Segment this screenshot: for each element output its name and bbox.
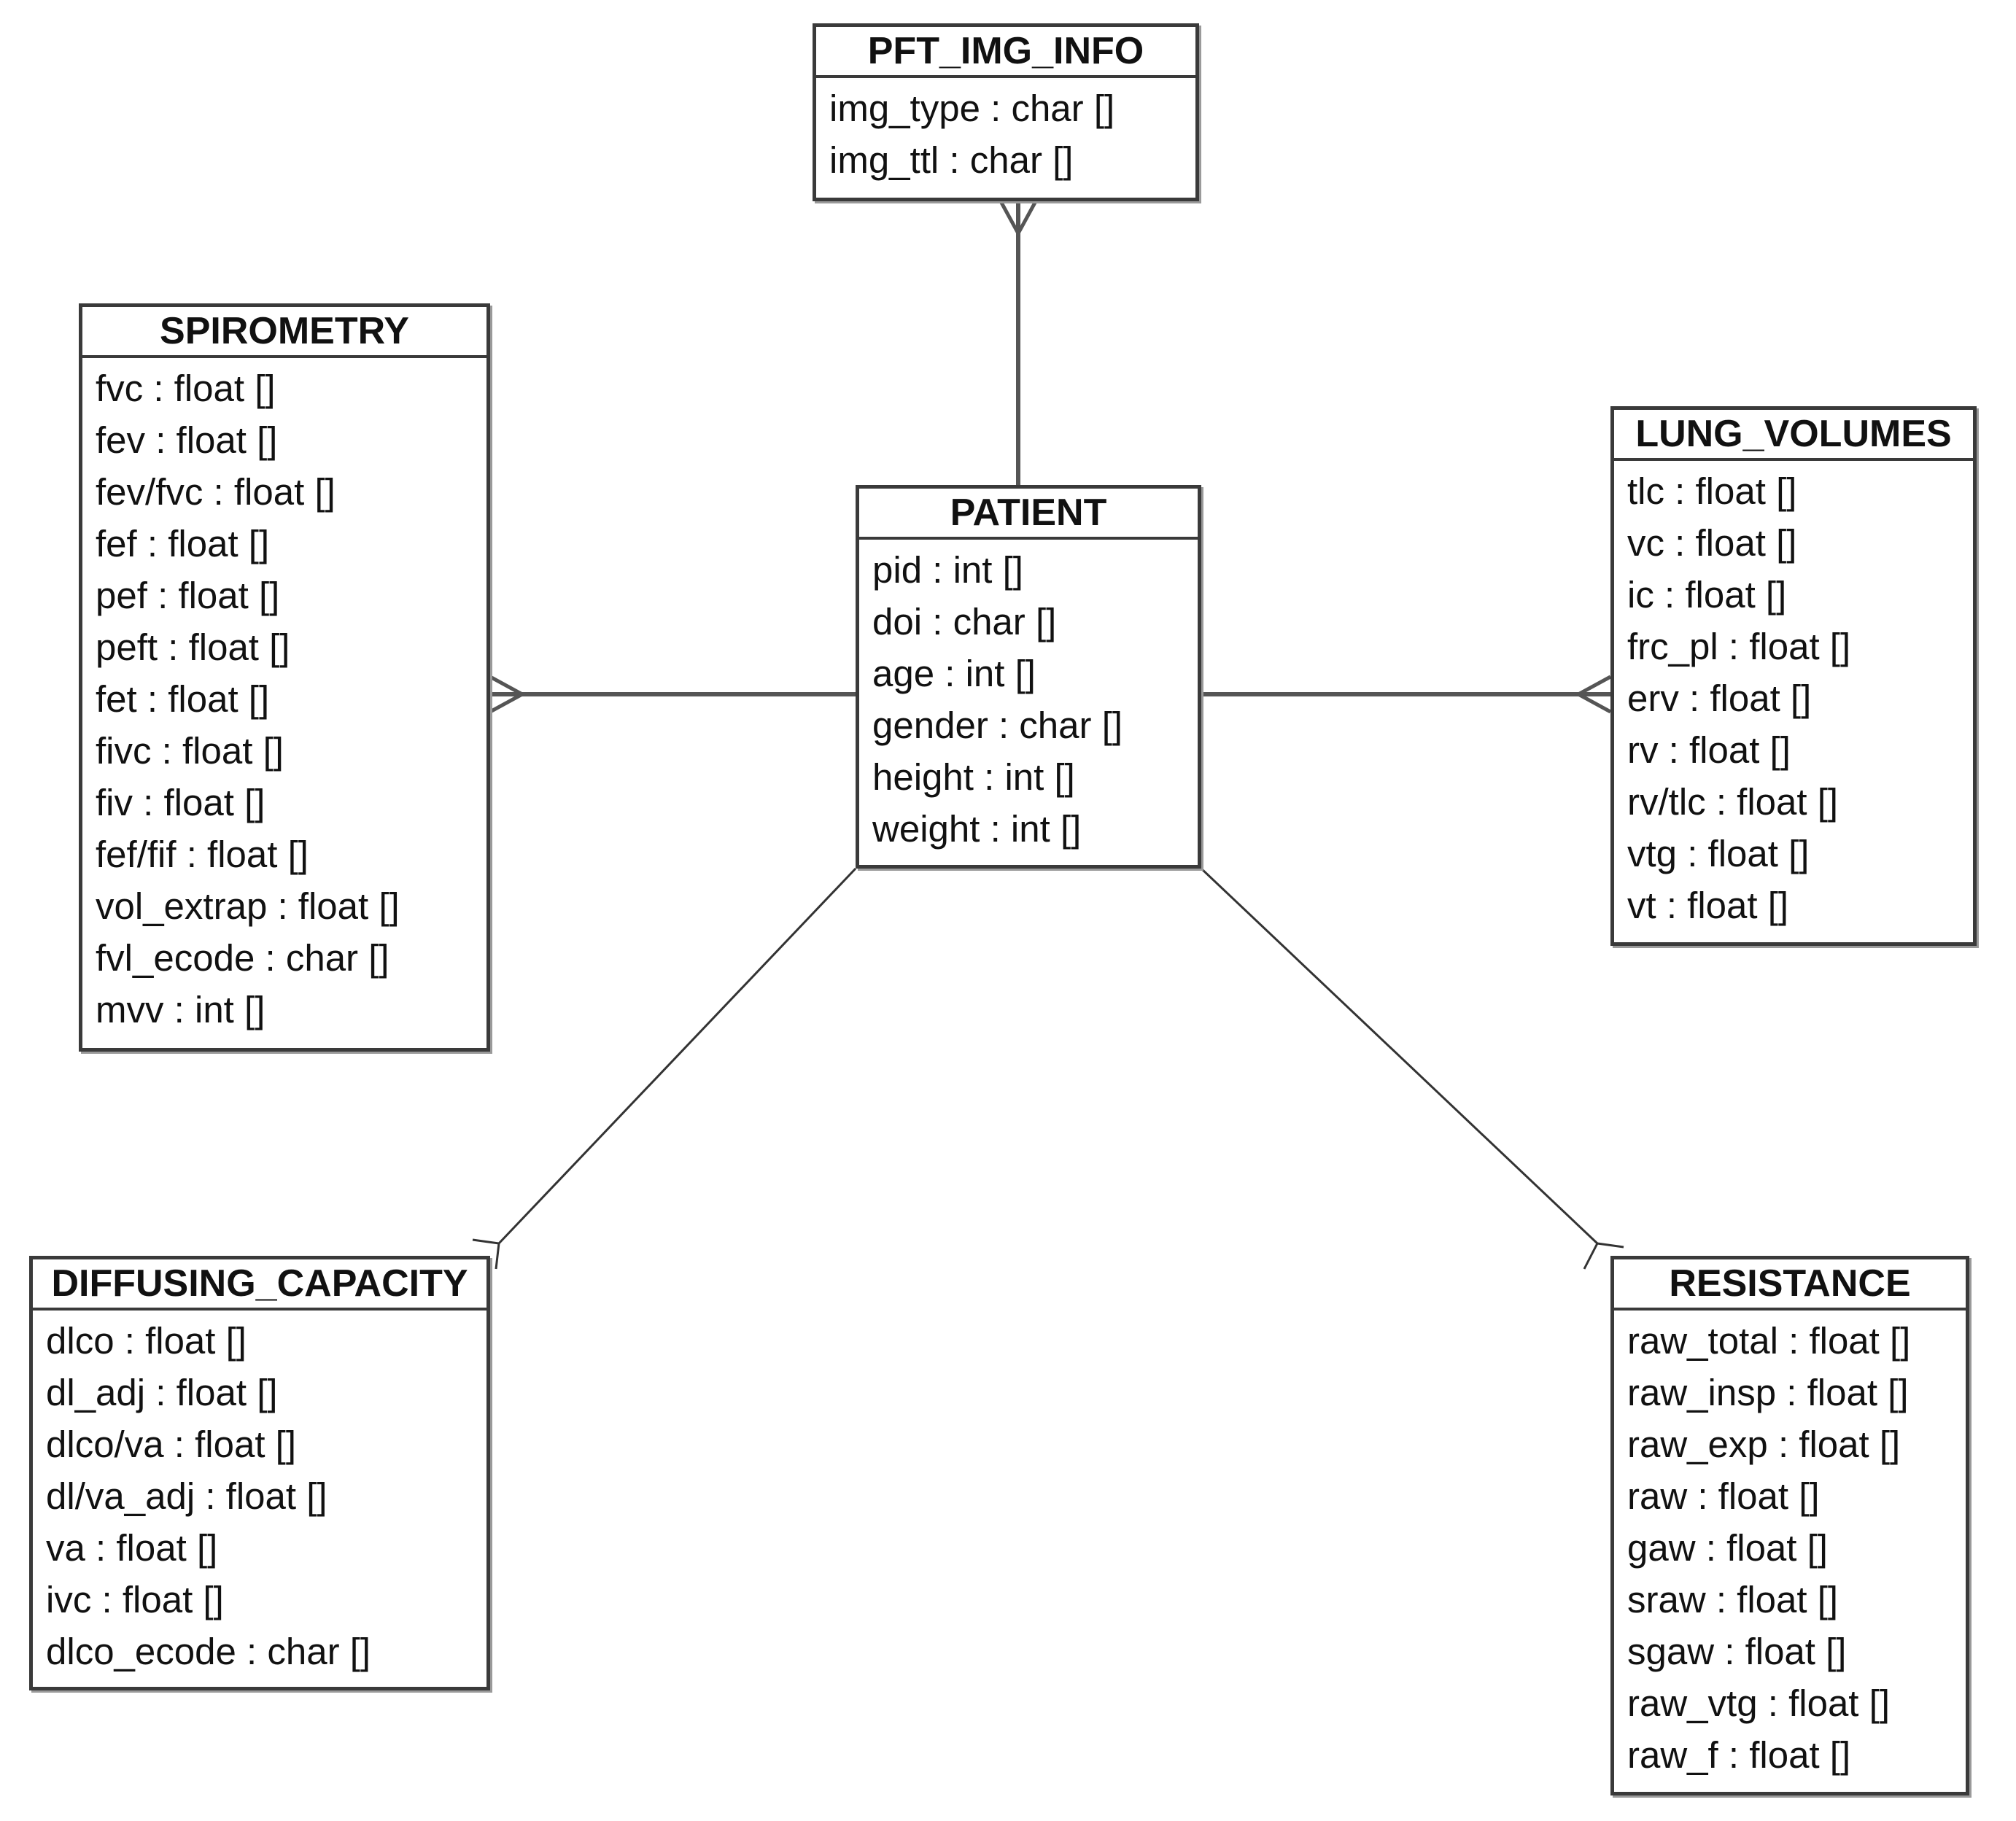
entity-attribute: fef : float [] (96, 523, 270, 564)
entity-patient: PATIENT pid : int [] doi : char [] age : i… (856, 485, 1201, 869)
entity-attribute: fiv : float [] (96, 782, 265, 823)
attribute-list: img_type : char [] img_ttl : char [] (816, 78, 1195, 186)
attribute-list: dlco : float [] dl_adj : float [] dlco/va … (33, 1311, 486, 1677)
relationship-patient-diffusing-capacity (472, 867, 857, 1270)
entity-attribute: fev/fvc : float [] (96, 471, 336, 513)
relationship-patient-spirometry (489, 675, 856, 714)
entity-attribute: weight : int [] (872, 808, 1082, 850)
crows-foot-resistance (1583, 1242, 1624, 1270)
attribute-list: raw_total : float [] raw_insp : float [] r… (1614, 1311, 1966, 1781)
entity-diffusing-capacity: DIFFUSING_CAPACITY dlco : float [] dl_adj… (29, 1256, 490, 1690)
entity-attribute: rv : float [] (1627, 729, 1791, 771)
entity-attribute: raw_f : float [] (1627, 1734, 1851, 1776)
attribute-list: pid : int [] doi : char [] age : int [] gen… (859, 540, 1198, 855)
entity-attribute: dlco_ecode : char [] (46, 1631, 371, 1672)
entity-attribute: fev : float [] (96, 419, 278, 461)
entity-attribute: dl/va_adj : float [] (46, 1475, 327, 1517)
entity-attribute: dlco/va : float [] (46, 1424, 297, 1465)
crows-foot-pft-img-info (999, 200, 1038, 238)
entity-attribute: raw_insp : float [] (1627, 1372, 1909, 1413)
entity-attribute: fef/fif : float [] (96, 834, 309, 875)
entity-attribute: doi : char [] (872, 601, 1057, 642)
relationship-patient-pft-img-info (999, 200, 1038, 485)
entity-attribute: height : int [] (872, 756, 1075, 798)
relationship-patient-lung-volumes (1201, 675, 1612, 714)
entity-attribute: vol_extrap : float [] (96, 885, 400, 927)
entity-title: PFT_IMG_INFO (816, 27, 1195, 78)
entity-attribute: age : int [] (872, 653, 1036, 694)
entity-attribute: mvv : int [] (96, 989, 265, 1030)
entity-spirometry: SPIROMETRY fvc : float []fev : float []f… (79, 303, 490, 1052)
attribute-list: tlc : float [] vc : float [] ic : float []… (1614, 461, 1973, 931)
entity-attribute: img_type : char [] (829, 88, 1115, 129)
entity-attribute: sraw : float [] (1627, 1579, 1839, 1620)
entity-attribute: vt : float [] (1627, 885, 1789, 926)
entity-attribute: tlc : float [] (1627, 470, 1797, 512)
entity-attribute: img_ttl : char [] (829, 139, 1074, 181)
entity-resistance: RESISTANCE raw_total : float [] raw_insp … (1610, 1256, 1969, 1795)
entity-title: RESISTANCE (1614, 1259, 1966, 1311)
entity-attribute: gender : char [] (872, 704, 1123, 746)
entity-attribute: dl_adj : float [] (46, 1372, 278, 1413)
crows-foot-lung-volumes (1574, 675, 1612, 714)
entity-lung-volumes: LUNG_VOLUMES tlc : float [] vc : float []… (1610, 406, 1977, 946)
entity-attribute: dlco : float [] (46, 1320, 247, 1362)
entity-attribute: vtg : float [] (1627, 833, 1810, 874)
attribute-list: fvc : float [] fev : float [] fev/fvc : fl… (82, 358, 486, 1036)
entity-attribute: raw_total : float [] (1627, 1320, 1911, 1362)
entity-attribute: fet : float [] (96, 678, 270, 720)
entity-attribute: va : float [] (46, 1527, 218, 1569)
entity-attribute: rv/tlc : float [] (1627, 781, 1839, 823)
entity-pft-img-info: PFT_IMG_INFO img_type : char [] img_ttl :… (813, 23, 1199, 201)
entity-title: PATIENT (859, 489, 1198, 540)
entity-title: SPIROMETRY (82, 307, 486, 358)
entity-attribute: fvl_ecode : char [] (96, 937, 389, 979)
entity-attribute: fvc : float [] (96, 368, 276, 409)
entity-attribute: raw_exp : float [] (1627, 1424, 1901, 1465)
entity-attribute: frc_pl : float [] (1627, 626, 1851, 667)
crows-foot-spirometry (489, 675, 527, 714)
crows-foot-diffusing-capacity (472, 1238, 500, 1270)
entity-attribute: ic : float [] (1627, 574, 1787, 616)
entity-attribute: erv : float [] (1627, 677, 1812, 719)
entity-title: LUNG_VOLUMES (1614, 410, 1973, 461)
entity-attribute: raw_vtg : float [] (1627, 1682, 1890, 1724)
entity-attribute: peft : float [] (96, 626, 290, 668)
entity-attribute: vc : float [] (1627, 522, 1797, 564)
entity-attribute: ivc : float [] (46, 1579, 224, 1620)
entity-attribute: pef : float [] (96, 575, 280, 616)
entity-attribute: gaw : float [] (1627, 1527, 1828, 1569)
entity-attribute: raw : float [] (1627, 1475, 1820, 1517)
entity-title: DIFFUSING_CAPACITY (33, 1259, 486, 1311)
entity-attribute: fivc : float [] (96, 730, 284, 772)
entity-attribute: pid : int [] (872, 549, 1023, 591)
relationship-patient-resistance (1200, 867, 1624, 1270)
entity-attribute: sgaw : float [] (1627, 1631, 1847, 1672)
